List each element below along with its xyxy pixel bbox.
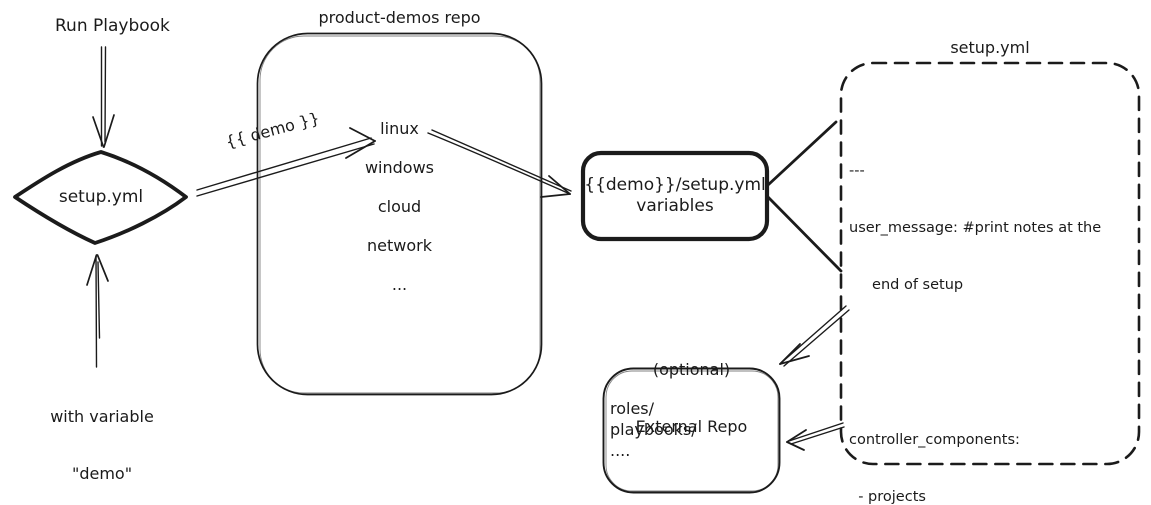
with-variable-line2: "demo" — [71, 464, 133, 483]
arrow-run-playbook — [92, 46, 115, 148]
connector-variables-to-setupyml-bottom — [766, 195, 843, 273]
yaml-block-header: --- user_message: #print notes at the en… — [849, 124, 1135, 333]
repo-title: product-demos repo — [318, 8, 481, 27]
run-playbook-label: Run Playbook — [55, 16, 170, 36]
external-repo-item-playbooks: playbooks/ — [610, 420, 697, 439]
external-repo-box-sketch-outline — [605, 370, 779, 492]
yaml-line: - projects — [849, 489, 926, 505]
yaml-line: controller_components: — [849, 432, 1020, 448]
repo-item-network: network — [367, 236, 432, 255]
external-repo-box — [602, 367, 781, 494]
decision-diamond — [13, 150, 188, 245]
repo-box-sketch-outline — [259, 35, 541, 394]
diamond-label: setup.yml — [58, 187, 144, 207]
external-repo-title-line1: (optional) — [652, 360, 731, 379]
yaml-line: end of setup — [849, 277, 964, 293]
external-repo-title: (optional) External Repo — [603, 322, 780, 474]
arrow-with-variable — [86, 254, 109, 368]
external-repo-item-list: roles/ playbooks/ .... — [610, 398, 697, 461]
arrow-linux-to-variables — [427, 129, 572, 198]
repo-item-ellipsis: ... — [391, 275, 408, 294]
arrow-demo — [196, 127, 376, 197]
variables-box-line2: variables — [636, 196, 714, 216]
repo-item-cloud: cloud — [377, 197, 422, 216]
with-variable-line1: with variable — [50, 407, 154, 426]
repo-item-linux: linux — [380, 119, 419, 138]
external-repo-title-line2: External Repo — [635, 417, 748, 436]
setupyml-content: --- user_message: #print notes at the en… — [849, 86, 1135, 505]
connector-variables-to-setupyml-top — [766, 120, 838, 187]
variables-box-line1: {{demo}}/setup.yml — [584, 175, 766, 195]
yaml-block-components: controller_components: - projects - inve… — [849, 393, 1135, 505]
with-variable-label: with variable "demo" — [28, 369, 176, 505]
repo-item-list: linux windows cloud network ... — [257, 119, 542, 314]
repo-box — [256, 32, 543, 396]
yaml-line: --- — [849, 163, 865, 179]
external-repo-item-ellipsis: .... — [610, 441, 631, 460]
variables-box-label: {{demo}}/setup.yml variables — [582, 152, 768, 240]
setupyml-box — [839, 61, 1141, 466]
yaml-line: user_message: #print notes at the — [849, 220, 1102, 236]
external-repo-item-roles: roles/ — [610, 399, 655, 418]
variables-box — [580, 150, 770, 242]
repo-item-windows: windows — [364, 158, 435, 177]
arrow-jobtemplates-to-external-repo — [786, 422, 845, 451]
arrow-projects-to-external-repo — [779, 305, 850, 367]
setupyml-title: setup.yml — [950, 38, 1030, 57]
